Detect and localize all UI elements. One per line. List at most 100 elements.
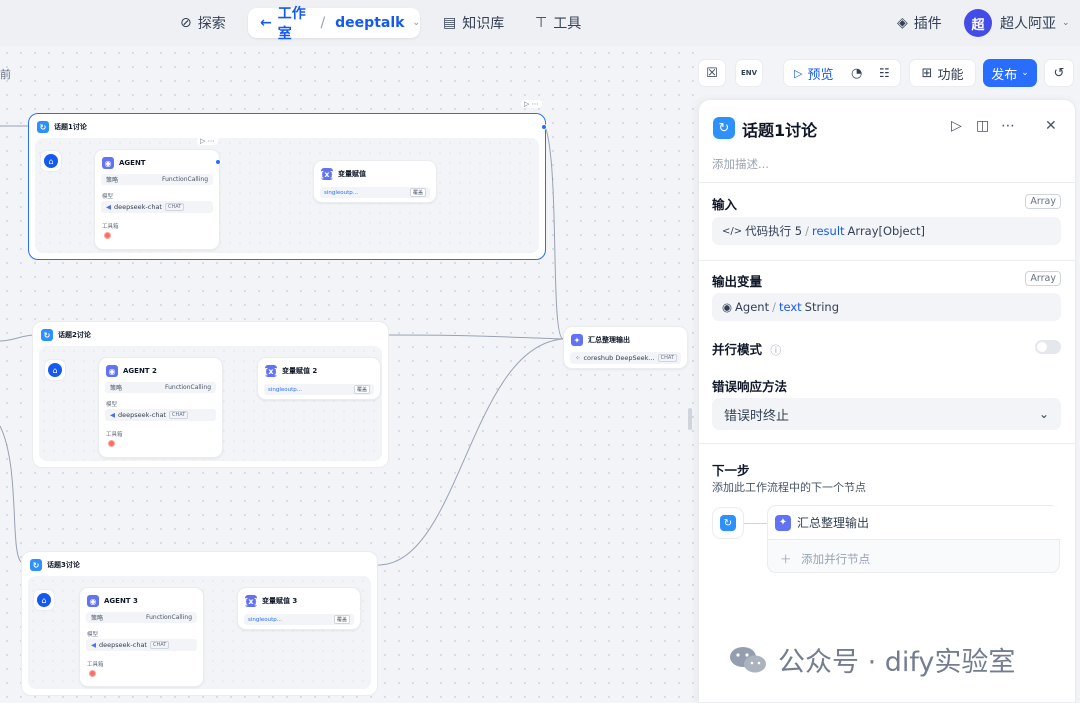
strategy-value: FunctionCalling: [165, 384, 211, 391]
iteration-node-header: ↻ 话题3讨论: [30, 559, 80, 571]
model-row: ◀ deepseek-chat CHAT: [86, 639, 197, 651]
whale-icon: ◀: [110, 411, 115, 419]
username: 超人阿亚: [1000, 16, 1056, 32]
play-icon: ▷: [794, 66, 803, 80]
variable-icon: {x}: [318, 168, 336, 180]
nav-studio[interactable]: ← 工作室 / deeptalk ⌄: [248, 6, 420, 42]
model-name: deepseek-chat: [99, 641, 147, 649]
assign-op: 覆盖: [353, 385, 370, 394]
strategy-row: 策略 FunctionCalling: [86, 612, 197, 623]
summary-node-header: ✦ 汇总整理输出: [571, 334, 630, 346]
compass-icon: ⊘: [180, 15, 192, 31]
node-mini-toolbar[interactable]: ▷ ⋯: [197, 137, 218, 145]
variable-icon: {x}: [242, 595, 260, 607]
app-name[interactable]: deeptalk: [335, 15, 405, 31]
next-step-label: 下一步: [712, 463, 750, 478]
nav-plugins[interactable]: ◈ 插件: [897, 11, 942, 35]
assign-node-2[interactable]: {x} 变量赋值 2 singleoutp... 覆盖: [257, 357, 381, 400]
assign-node-header: {x} 变量赋值: [318, 168, 366, 180]
iteration-title: 话题3讨论: [47, 561, 80, 569]
apps-icon: ⊞: [921, 65, 933, 81]
strategy-label: 策略: [106, 177, 119, 184]
path-separator: /: [772, 300, 776, 314]
error-handling-label: 错误响应方法: [712, 379, 788, 394]
agent-node-3[interactable]: ◉ AGENT 3 策略 FunctionCalling 模型 ◀ deepse…: [79, 587, 204, 687]
tool-icon: [104, 232, 111, 239]
strategy-label: 策略: [110, 385, 123, 392]
input-variable-field[interactable]: </> 代码执行 5 / result Array[Object]: [712, 217, 1061, 245]
summary-llm-node[interactable]: ✦ 汇总整理输出 ⁘ coreshub DeepSeek... CHAT: [563, 326, 688, 369]
panel-resize-handle[interactable]: [688, 408, 692, 430]
agent-node-header: ◉ AGENT 3: [87, 595, 138, 607]
assign-node-header: {x} 变量赋值 3: [242, 595, 298, 607]
iteration-start-node[interactable]: ⌂: [44, 359, 66, 381]
input-label: 输入: [712, 197, 738, 212]
split-view-icon[interactable]: ◫: [976, 118, 990, 134]
summary-model-name: coreshub DeepSeek...: [583, 354, 655, 362]
assign-node-title: 变量赋值 3: [262, 597, 298, 605]
strategy-row: 策略 FunctionCalling: [105, 382, 216, 393]
add-parallel-node-button[interactable]: ＋ 添加并行节点: [780, 551, 870, 567]
preview-button[interactable]: 预览: [807, 67, 834, 83]
chevron-down-icon: ⌄: [1062, 18, 1070, 28]
nav-tools-label: 工具: [553, 16, 582, 32]
parallel-mode-toggle[interactable]: [1035, 340, 1061, 354]
cube-icon: ◈: [897, 15, 908, 31]
current-node-anchor: ↻: [712, 507, 744, 539]
chevron-down-icon: ⌄: [1038, 407, 1049, 421]
publish-button[interactable]: 发布 ⌄: [983, 59, 1037, 87]
summary-model-row: ⁘ coreshub DeepSeek... CHAT: [570, 352, 681, 364]
node-mini-toolbar[interactable]: ▷ ⋯: [521, 100, 542, 108]
nav-tools[interactable]: ⊤ 工具: [535, 11, 581, 35]
variable-icon: {x}: [262, 365, 280, 377]
run-node-icon[interactable]: ▷: [951, 118, 962, 134]
agent-node-header: ◉ AGENT 2: [106, 365, 157, 377]
home-icon: ⌂: [37, 593, 51, 607]
nav-knowledge[interactable]: ▤ 知识库: [443, 11, 504, 35]
output-var-name: text: [778, 300, 802, 314]
loop-icon: ↻: [37, 121, 49, 133]
error-handling-select[interactable]: 错误时终止 ⌄: [712, 398, 1061, 430]
user-menu[interactable]: 超人阿亚 ⌄: [1000, 11, 1070, 35]
assign-node-3[interactable]: {x} 变量赋值 3 singleoutp... 覆盖: [237, 587, 361, 630]
agent-node-2[interactable]: ◉ AGENT 2 策略 FunctionCalling 模型 ◀ deepse…: [98, 357, 223, 458]
panel-title[interactable]: 话题1讨论: [742, 121, 818, 140]
checklist-button[interactable]: ☒: [698, 59, 726, 87]
iteration-start-node[interactable]: ⌂: [40, 150, 62, 172]
env-button[interactable]: ENV: [735, 59, 763, 87]
agent-node-1[interactable]: ◉ AGENT 策略 FunctionCalling 模型 ◀ deepseek…: [94, 137, 221, 250]
next-node-item[interactable]: ✦ 汇总整理输出: [768, 506, 1061, 540]
node-config-panel: ↻ 话题1讨论 ▷ ◫ ⋯ ✕ 添加描述... 输入 Array </> 代码执…: [698, 99, 1076, 703]
tools-label: 工具箱: [102, 224, 119, 230]
nav-explore[interactable]: ⊘ 探索: [180, 11, 226, 35]
workflow-canvas[interactable]: 前 ↻ 话题1讨论 ▷ ⋯ ⌂ ◉ AGENT 策略 FunctionCalli…: [0, 46, 698, 703]
version-history-button[interactable]: ↺: [1044, 59, 1074, 87]
help-icon[interactable]: ⓘ: [770, 344, 782, 357]
close-icon[interactable]: ✕: [1045, 118, 1057, 134]
checklist-icon[interactable]: ☷: [879, 66, 890, 80]
nav-explore-label: 探索: [197, 16, 226, 32]
arrow-left-icon: ←: [260, 15, 272, 31]
next-connector: [744, 523, 767, 524]
agent-icon: ◉: [102, 157, 114, 169]
description-input[interactable]: 添加描述...: [712, 157, 769, 171]
avatar[interactable]: 超: [964, 9, 992, 37]
assign-node-header: {x} 变量赋值 2: [262, 365, 317, 377]
assign-node-1[interactable]: {x} 变量赋值 singleoutp... 覆盖: [313, 160, 437, 203]
iteration-start-node[interactable]: ⌂: [33, 589, 55, 611]
more-icon[interactable]: ⋯: [1001, 118, 1015, 134]
agent-icon: ◉: [722, 300, 733, 314]
output-handle[interactable]: [215, 159, 221, 165]
history-run-icon[interactable]: ◔: [851, 65, 863, 81]
iteration-node-header: ↻ 话题2讨论: [41, 329, 91, 341]
features-button[interactable]: ⊞ 功能: [909, 59, 976, 87]
model-badge: CHAT: [168, 411, 189, 419]
output-variable-field[interactable]: ◉ Agent / text String: [712, 293, 1061, 321]
input-var-name: result: [812, 224, 845, 238]
model-label: 模型: [87, 632, 99, 638]
model-badge: CHAT: [149, 641, 170, 649]
agent-node-header: ◉ AGENT: [102, 157, 146, 169]
input-type-tag: Array: [1025, 194, 1061, 209]
next-step-box: ✦ 汇总整理输出 ＋ 添加并行节点: [767, 505, 1061, 573]
output-handle[interactable]: [541, 124, 547, 130]
